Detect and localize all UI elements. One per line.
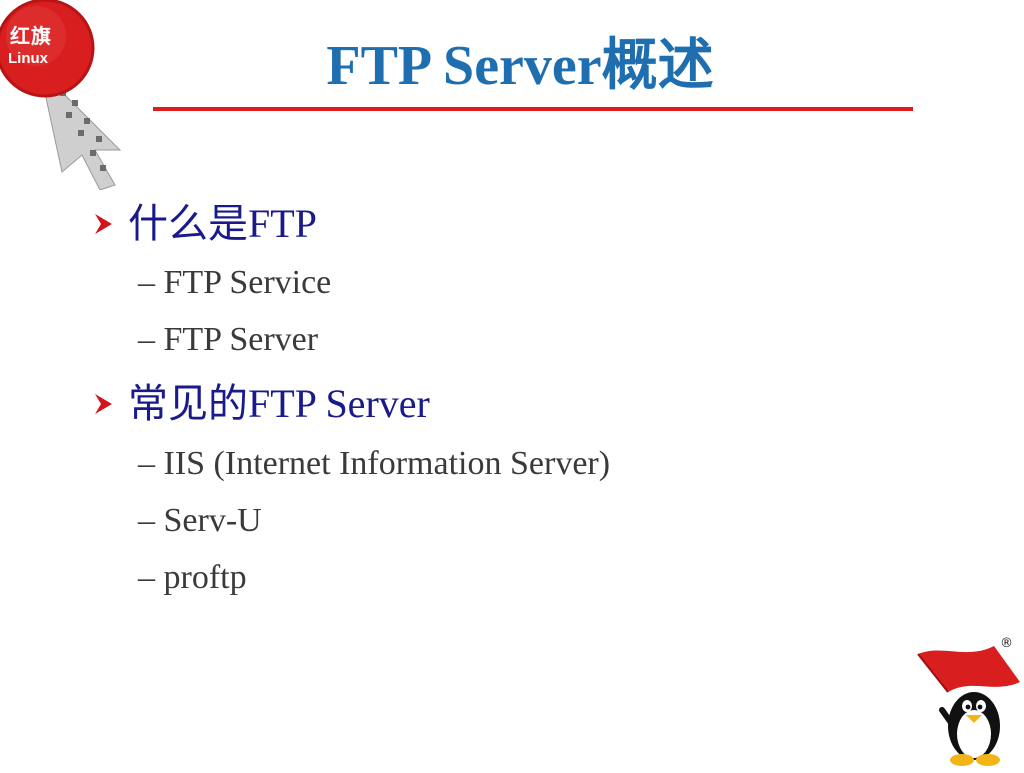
sub-item: – FTP Server: [138, 321, 319, 358]
penguin-flag-icon: [917, 646, 1020, 766]
bullet-what-is-ftp: 什么是FTP: [92, 200, 317, 248]
redflag-linux-logo: 红旗 Linux: [0, 0, 130, 191]
bullet-label: 常见的FTP Server: [128, 381, 430, 426]
sub-item: – proftp: [138, 559, 247, 596]
slide-title: FTP Server概述: [326, 35, 714, 97]
registered-mark: ®: [1000, 636, 1013, 651]
penguin-flag-mascot: ®: [912, 636, 1024, 768]
sub-item: – IIS (Internet Information Server): [138, 445, 611, 482]
title-underline: [153, 107, 913, 111]
sub-item: – FTP Service: [138, 264, 332, 301]
logo-graphic: [0, 0, 122, 191]
arrow-bullet-icon: [95, 214, 112, 234]
arrow-bullet-icon: [95, 394, 112, 414]
sub-item: – Serv-U: [138, 502, 262, 539]
logo-text-linux: Linux: [8, 50, 48, 67]
bullet-common-ftp-servers: 常见的FTP Server: [92, 380, 430, 428]
bullet-label: 什么是FTP: [128, 201, 317, 246]
logo-text-chinese: 红旗: [10, 24, 52, 48]
